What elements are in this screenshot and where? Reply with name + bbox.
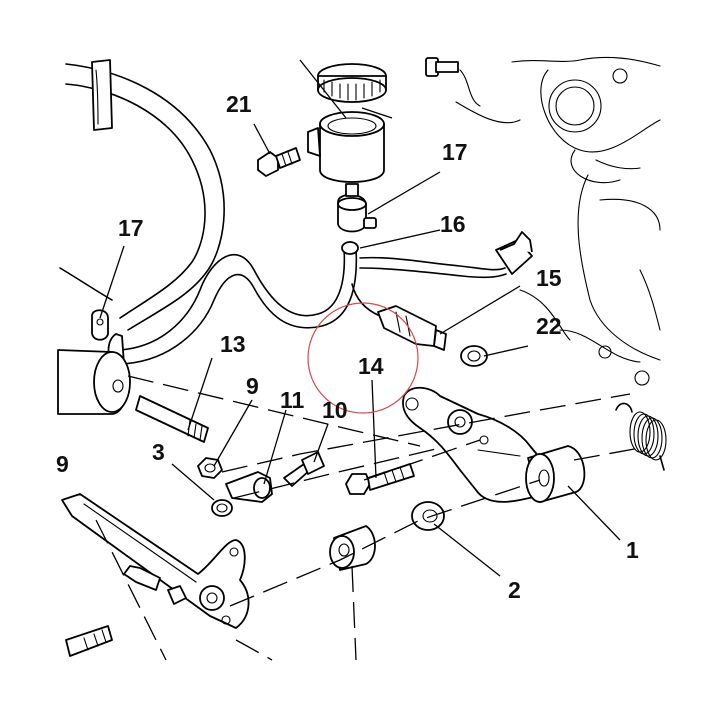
- hose-clip-upper: [337, 193, 377, 233]
- master-cylinder: [57, 349, 209, 443]
- callout-1: 1: [626, 537, 639, 563]
- callout-17-left: 17: [118, 215, 144, 241]
- left-hose: [59, 59, 225, 331]
- callout-3: 3: [152, 439, 165, 465]
- callout-15: 15: [536, 265, 562, 291]
- callout-14: 14: [358, 353, 384, 379]
- callout-2: 2: [508, 577, 521, 603]
- callout-11: 11: [280, 387, 305, 413]
- washer-22: [460, 345, 488, 367]
- callout-9-lower: 9: [56, 451, 69, 477]
- callout-16: 16: [440, 211, 466, 237]
- hose-clip-lower: [91, 309, 109, 341]
- highlight-circle: [307, 302, 419, 414]
- callout-17-upper: 17: [442, 139, 468, 165]
- callout-labels: 21 17 17 16 15 22 13 14 9 11 10 3 9 1 2: [56, 91, 639, 603]
- callout-22: 22: [536, 313, 562, 339]
- reservoir: [307, 63, 387, 197]
- bolt-14: [345, 463, 415, 495]
- callout-13: 13: [220, 331, 246, 357]
- return-spring: [615, 402, 667, 471]
- callout-21: 21: [226, 91, 252, 117]
- bolt-21: [257, 147, 301, 177]
- engine-casing: [455, 56, 661, 386]
- brake-light-switch: [351, 231, 533, 351]
- spacer-bush: [329, 525, 376, 571]
- washer-2: [411, 501, 445, 531]
- assembly-lines: [95, 375, 641, 661]
- small-hardware: [197, 451, 325, 517]
- leader-lines: [99, 59, 621, 577]
- brake-pedal-arm: [61, 493, 250, 657]
- callout-9-upper: 9: [246, 373, 259, 399]
- callout-10: 10: [322, 397, 348, 423]
- casing-bolt: [425, 57, 459, 77]
